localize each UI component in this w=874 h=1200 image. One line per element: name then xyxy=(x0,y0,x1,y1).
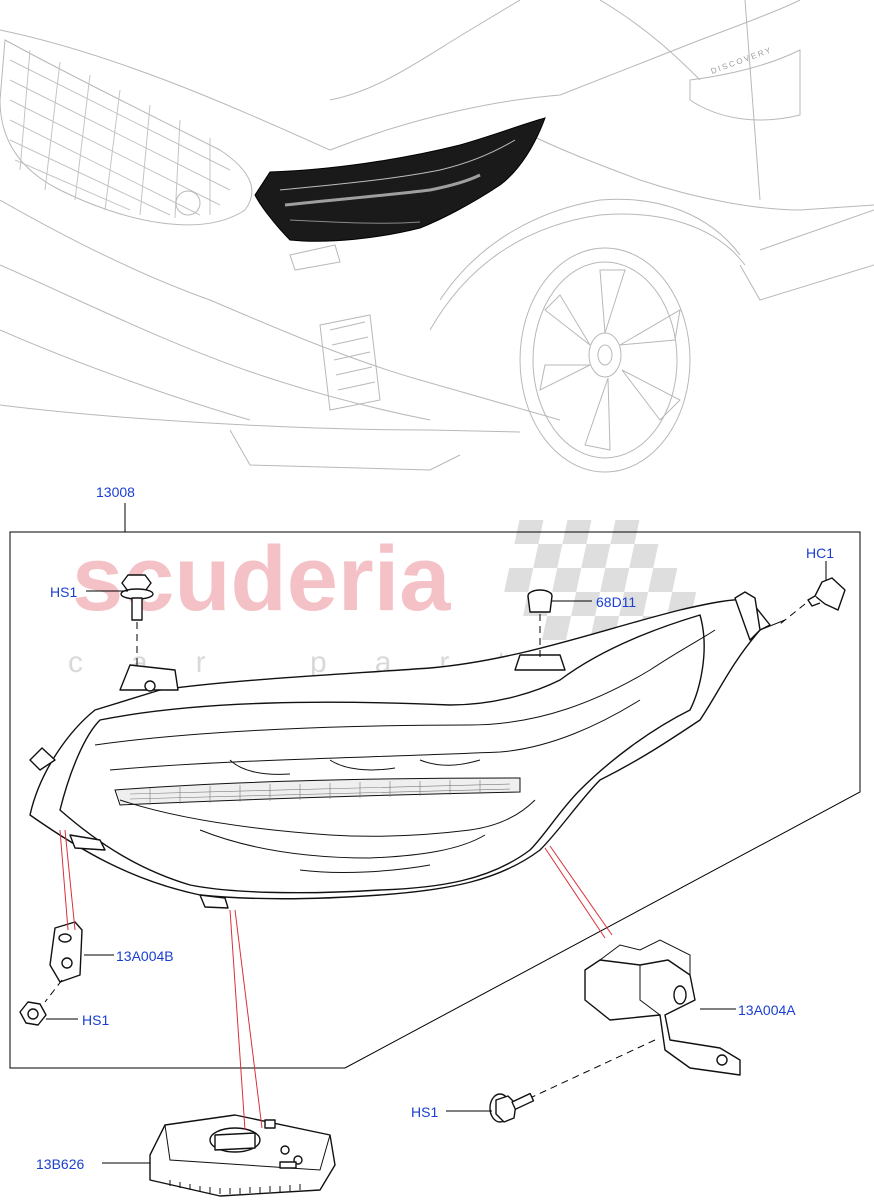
callout-13a004a[interactable]: 13A004A xyxy=(738,1002,796,1018)
callout-hs1-left[interactable]: HS1 xyxy=(82,1012,109,1028)
callout-hs1-right[interactable]: HS1 xyxy=(411,1104,438,1120)
headlamp-assembly[interactable] xyxy=(29,591,786,909)
callout-leaders xyxy=(46,561,827,1164)
bracket-13a004a[interactable] xyxy=(529,939,741,1099)
bracket-13a004b[interactable] xyxy=(44,921,83,1003)
callout-13a004b[interactable]: 13A004B xyxy=(116,948,174,964)
vehicle-overview-illustration: DISCOVERY xyxy=(0,0,874,473)
callout-labels: 13008 HS1 68D11 HC1 13A004B HS1 13A004A … xyxy=(36,484,834,1172)
callout-hc1[interactable]: HC1 xyxy=(806,545,834,561)
vehicle-badge: DISCOVERY xyxy=(710,45,774,76)
assembly-frame xyxy=(9,531,861,1069)
bolt-hs1-right[interactable] xyxy=(489,1092,535,1123)
highlighted-headlamp-location xyxy=(254,117,546,242)
bolt-hs1-top[interactable] xyxy=(120,574,154,665)
module-13b626[interactable] xyxy=(149,1114,336,1197)
nut-hs1-left[interactable] xyxy=(19,1001,47,1026)
callout-hs1-top[interactable]: HS1 xyxy=(50,584,77,600)
callout-68d11[interactable]: 68D11 xyxy=(596,594,636,610)
callout-13b626[interactable]: 13B626 xyxy=(36,1156,84,1172)
callout-13008[interactable]: 13008 xyxy=(96,484,135,500)
plug-68d11[interactable] xyxy=(527,589,553,662)
wheel xyxy=(519,247,691,473)
clip-hc1[interactable] xyxy=(779,577,846,625)
red-leader-lines xyxy=(59,829,613,1131)
